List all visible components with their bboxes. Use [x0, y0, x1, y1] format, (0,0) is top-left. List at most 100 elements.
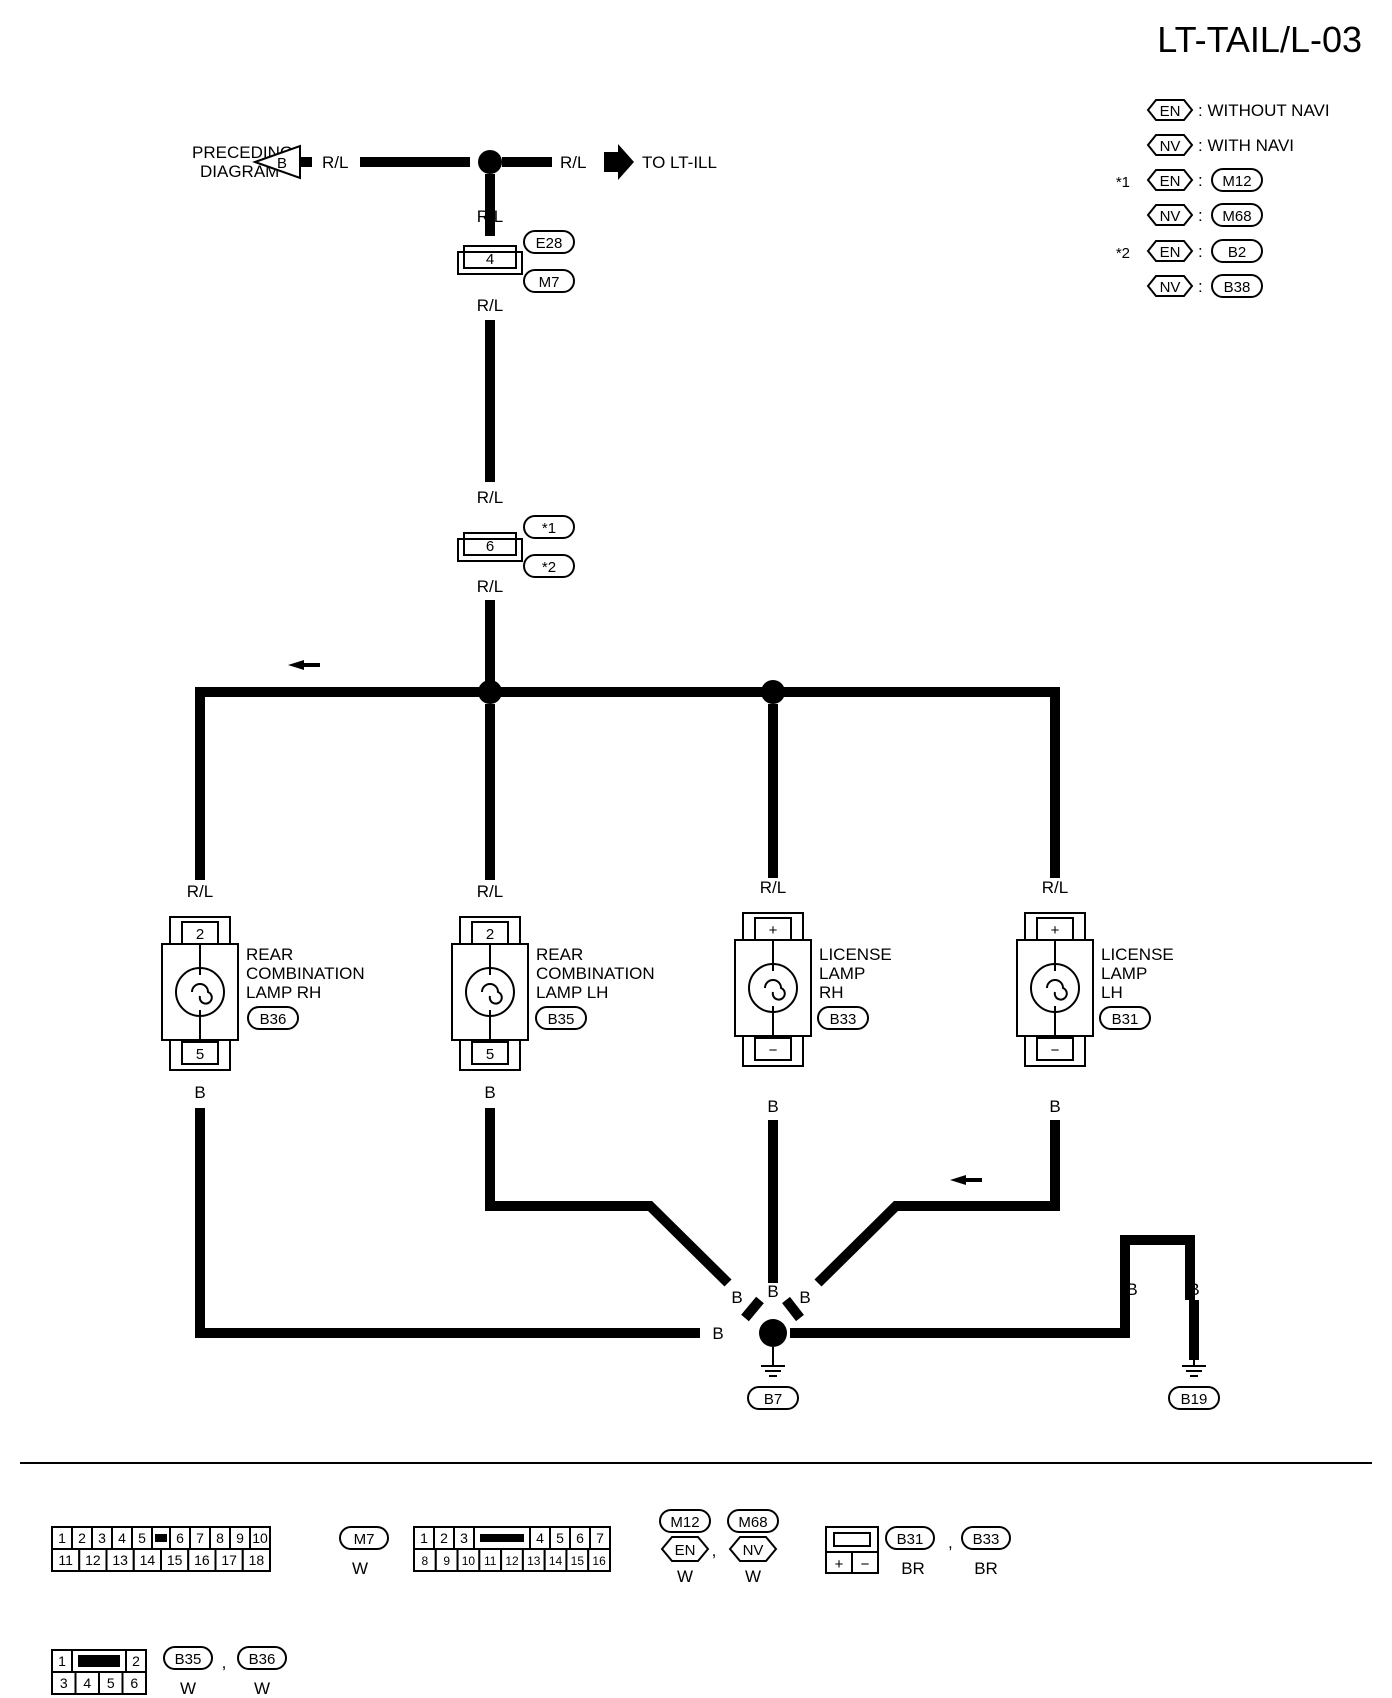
legend-note1-nv: M68	[1222, 208, 1251, 225]
svg-text:−: −	[769, 1042, 778, 1059]
lamp-rear-combination-lh: R/L 2 5 REAR COMBINATION LAMP LH B35 B	[451, 860, 655, 1102]
lamp-connector-b36: B36	[260, 1011, 287, 1028]
pin-number: 5	[107, 1675, 115, 1691]
ground-b7: B7	[764, 1391, 782, 1408]
ground-wiring: B B B B B B B7 B19	[195, 1108, 1220, 1410]
svg-text::: :	[1198, 242, 1203, 261]
svg-text:REAR: REAR	[246, 945, 293, 964]
svg-text:5: 5	[196, 1046, 204, 1063]
wire-label: R/L	[560, 153, 586, 172]
svg-text:2: 2	[132, 1653, 140, 1669]
svg-text:W: W	[745, 1567, 761, 1586]
junction-dot	[478, 150, 502, 174]
svg-text:B: B	[712, 1324, 723, 1343]
pin-number: 8	[422, 1554, 429, 1568]
cv-tag-m12: M12	[670, 1514, 699, 1531]
svg-text:COMBINATION: COMBINATION	[246, 964, 365, 983]
svg-text:NV: NV	[743, 1542, 764, 1559]
pin-number: 16	[194, 1552, 210, 1568]
svg-text:BR: BR	[901, 1559, 925, 1578]
cv-tag-b33: B33	[973, 1531, 1000, 1548]
lamp-license-rh: R/L + − LICENSE LAMP RH B33 B	[734, 860, 892, 1116]
svg-text:−: −	[1051, 1042, 1060, 1059]
svg-text:REAR: REAR	[536, 945, 583, 964]
svg-text:+: +	[835, 1556, 844, 1573]
legend-without-navi: : WITHOUT NAVI	[1198, 101, 1330, 120]
pin-cell	[121, 1671, 147, 1695]
pin-number: 5	[556, 1530, 564, 1546]
top-bus: PRECEDING DIAGRAM B R/L R/L TO LT-ILL	[192, 143, 717, 181]
svg-text:R/L: R/L	[477, 207, 503, 226]
legend: EN : WITHOUT NAVI NV : WITH NAVI *1 EN :…	[1116, 99, 1330, 298]
pin-number: 1	[420, 1530, 428, 1546]
svg-text:LAMP RH: LAMP RH	[246, 983, 321, 1002]
pin-number: 9	[236, 1530, 244, 1546]
legend-with-navi: : WITH NAVI	[1198, 136, 1294, 155]
pin-number: 3	[60, 1675, 68, 1691]
flow-arrow	[950, 1175, 982, 1185]
pin-number: 4	[536, 1530, 544, 1546]
pin-number: 18	[249, 1552, 265, 1568]
svg-text:B: B	[731, 1288, 742, 1307]
svg-text:5: 5	[486, 1046, 494, 1063]
pin-number: 15	[167, 1552, 183, 1568]
lamp-rear-combination-rh: R/L 2 5 REAR COMBINATION LAMP RH B36 B	[161, 860, 365, 1102]
legend-nv-tag: NV	[1160, 138, 1181, 155]
svg-text:COMBINATION: COMBINATION	[536, 964, 655, 983]
svg-text:R/L: R/L	[477, 577, 503, 596]
svg-text:RH: RH	[819, 983, 844, 1002]
svg-text:LH: LH	[1101, 983, 1123, 1002]
pin-number: 3	[460, 1530, 468, 1546]
connector-pin: 6	[486, 538, 494, 555]
svg-text:BR: BR	[974, 1559, 998, 1578]
svg-text:LICENSE: LICENSE	[1101, 945, 1174, 964]
svg-text:NV: NV	[1160, 208, 1181, 225]
pin-number: 7	[196, 1530, 204, 1546]
pin-number: 9	[443, 1554, 450, 1568]
connector-pin: 4	[486, 251, 494, 268]
pin-number: 17	[221, 1552, 237, 1568]
connector-tag-note1: *1	[542, 520, 556, 537]
pin-number: 12	[85, 1552, 101, 1568]
pin-number: 2	[440, 1530, 448, 1546]
pin-number: 11	[484, 1554, 497, 1568]
legend-note2-nv: B38	[1224, 279, 1251, 296]
legend-note2-en: B2	[1228, 244, 1246, 261]
svg-text:,: ,	[948, 1533, 953, 1552]
svg-text:B: B	[277, 155, 287, 172]
svg-text:1: 1	[58, 1653, 66, 1669]
svg-text:W: W	[352, 1559, 368, 1578]
svg-text:R/L: R/L	[187, 882, 213, 901]
svg-text:R/L: R/L	[477, 488, 503, 507]
pin-number: 5	[138, 1530, 146, 1546]
junction-dot	[759, 1319, 787, 1347]
pin-number: 4	[83, 1675, 91, 1691]
legend-note1-en: M12	[1222, 173, 1251, 190]
pin-cell	[587, 1548, 612, 1572]
cv-tag-b35: B35	[175, 1651, 202, 1668]
cv-tag-m68: M68	[738, 1514, 767, 1531]
svg-text:NV: NV	[1160, 279, 1181, 296]
svg-text:B: B	[1188, 1280, 1199, 1299]
pin-number: 4	[118, 1530, 126, 1546]
svg-text:2: 2	[486, 926, 494, 943]
svg-text:LAMP LH: LAMP LH	[536, 983, 608, 1002]
connector-tag-m7: M7	[539, 274, 560, 291]
diagram-title: LT-TAIL/L-03	[1157, 19, 1362, 60]
svg-text::: :	[1198, 277, 1203, 296]
pin-number: 13	[527, 1554, 541, 1568]
pin-number: 6	[130, 1675, 138, 1691]
lamp-license-lh: R/L + − LICENSE LAMP LH B31 B	[1016, 860, 1174, 1116]
svg-text:DIAGRAM: DIAGRAM	[200, 162, 279, 181]
pin-number: 8	[216, 1530, 224, 1546]
svg-text:R/L: R/L	[1042, 878, 1068, 897]
pin-number: 3	[98, 1530, 106, 1546]
junction-dot	[478, 680, 502, 704]
svg-text:EN: EN	[1160, 173, 1181, 190]
flow-arrow	[288, 660, 320, 670]
svg-text:W: W	[180, 1679, 196, 1698]
svg-text:2: 2	[196, 926, 204, 943]
